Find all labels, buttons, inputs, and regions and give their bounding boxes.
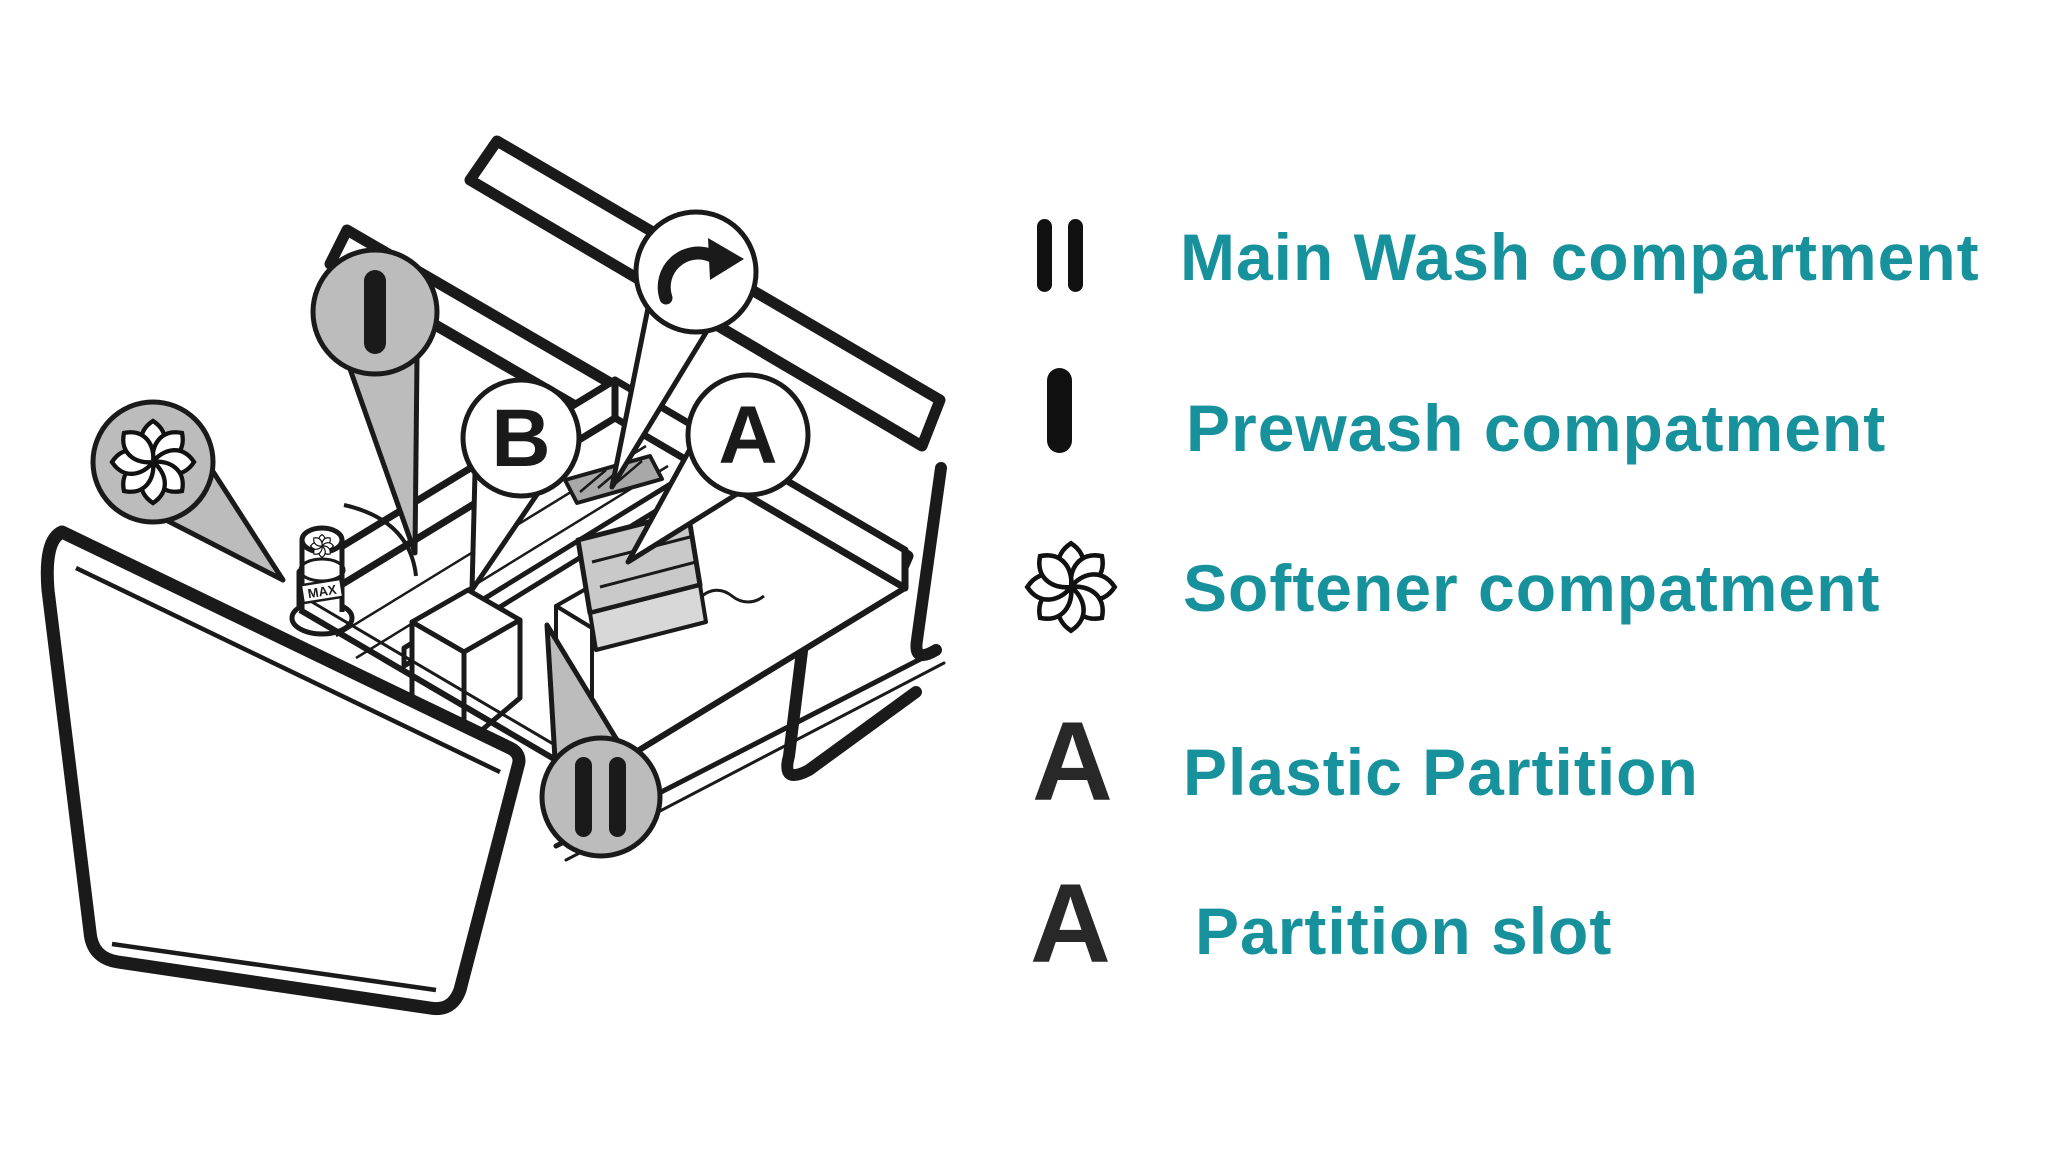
max-label: MAX xyxy=(299,577,345,605)
svg-text:MAX: MAX xyxy=(307,582,338,601)
prewash-icon xyxy=(364,270,386,354)
legend-label-plastic-partition: Plastic Partition xyxy=(1183,735,1699,809)
legend-label-softener: Softener compatment xyxy=(1183,551,1881,625)
tray-right-rim xyxy=(588,585,907,783)
drawer-front-panel xyxy=(40,525,526,1016)
callout-letter-a: A xyxy=(718,390,777,481)
rotate-arrow-icon xyxy=(657,238,744,305)
tray-front-rim xyxy=(298,607,592,783)
callout-partition-a: A xyxy=(625,372,811,565)
callout-letter-b: B xyxy=(491,393,550,484)
legend-softener-icon xyxy=(1027,543,1114,630)
callout-partition-b: B xyxy=(460,377,582,593)
legend-prewash-icon xyxy=(1047,368,1072,453)
legend-main-wash-icon xyxy=(1037,219,1083,292)
legend-letter-a-partition-slot: A xyxy=(1030,861,1111,986)
softener-cap: MAX xyxy=(289,525,355,637)
callout-prewash xyxy=(310,247,440,556)
legend-label-prewash: Prewash compatment xyxy=(1186,391,1887,465)
main-wash-icon xyxy=(575,757,626,837)
callout-main-wash xyxy=(539,622,663,859)
siphon-tube xyxy=(343,503,418,577)
legend-label-partition-slot: Partition slot xyxy=(1195,894,1613,968)
legend-letter-a-plastic-partition: A xyxy=(1032,699,1113,824)
legend-label-main-wash: Main Wash compartment xyxy=(1180,220,1980,294)
callout-rotate xyxy=(609,209,759,490)
callout-softener xyxy=(90,399,286,583)
softener-icon xyxy=(112,421,194,503)
cap-flower-icon xyxy=(310,533,334,559)
